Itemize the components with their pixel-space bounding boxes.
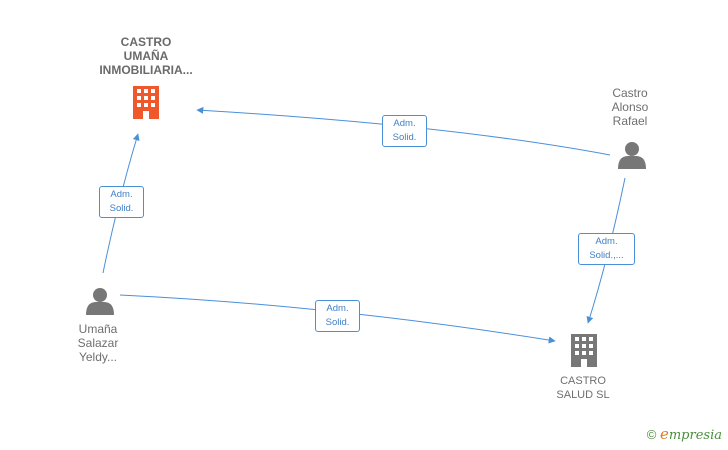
empresia-watermark[interactable]: © empresia	[647, 425, 722, 443]
brand-initial: e	[659, 425, 669, 443]
company-icon[interactable]	[571, 334, 597, 367]
edge-label-line: Adm.	[595, 236, 618, 247]
label-line: Alonso	[611, 100, 649, 114]
label-line: CASTRO	[120, 35, 172, 49]
label-line: Yeldy...	[78, 350, 118, 364]
node-label-umana-salazar[interactable]: Umaña Salazar Yeldy...	[63, 322, 133, 364]
brand-name: mpresia	[668, 428, 722, 443]
label-line: UMAÑA	[123, 49, 169, 63]
edge-label-line: Solid.,...	[589, 250, 624, 261]
node-label-castro-umana[interactable]: CASTRO UMAÑA INMOBILIARIA...	[84, 35, 208, 77]
person-icon[interactable]	[618, 142, 646, 169]
label-line: Salazar	[77, 336, 119, 350]
copyright-symbol: ©	[646, 427, 657, 442]
edge-label-line: Adm.	[110, 189, 133, 200]
edge-label[interactable]: Adm. Solid.	[315, 300, 360, 332]
node-label-castro-alonso[interactable]: Castro Alonso Rafael	[595, 86, 665, 128]
label-line: Castro	[612, 86, 648, 100]
person-icon[interactable]	[86, 288, 114, 315]
edge-label-line: Solid.	[325, 317, 350, 328]
label-line: SALUD SL	[556, 389, 610, 401]
company-icon[interactable]	[133, 86, 159, 119]
edge-label-line: Solid.	[109, 203, 134, 214]
edge-label-line: Solid.	[392, 132, 417, 143]
label-line: INMOBILIARIA...	[99, 63, 193, 77]
label-line: Umaña	[78, 322, 118, 336]
edge-label[interactable]: Adm. Solid.	[99, 186, 144, 218]
edge-label[interactable]: Adm. Solid.	[382, 115, 427, 147]
edge-label-line: Adm.	[393, 118, 416, 129]
edge-label-line: Adm.	[326, 303, 349, 314]
label-line: CASTRO	[560, 375, 606, 387]
node-label-castro-salud[interactable]: CASTRO SALUD SL	[543, 374, 623, 402]
edge-label[interactable]: Adm. Solid.,...	[578, 233, 635, 265]
label-line: Rafael	[612, 114, 648, 128]
